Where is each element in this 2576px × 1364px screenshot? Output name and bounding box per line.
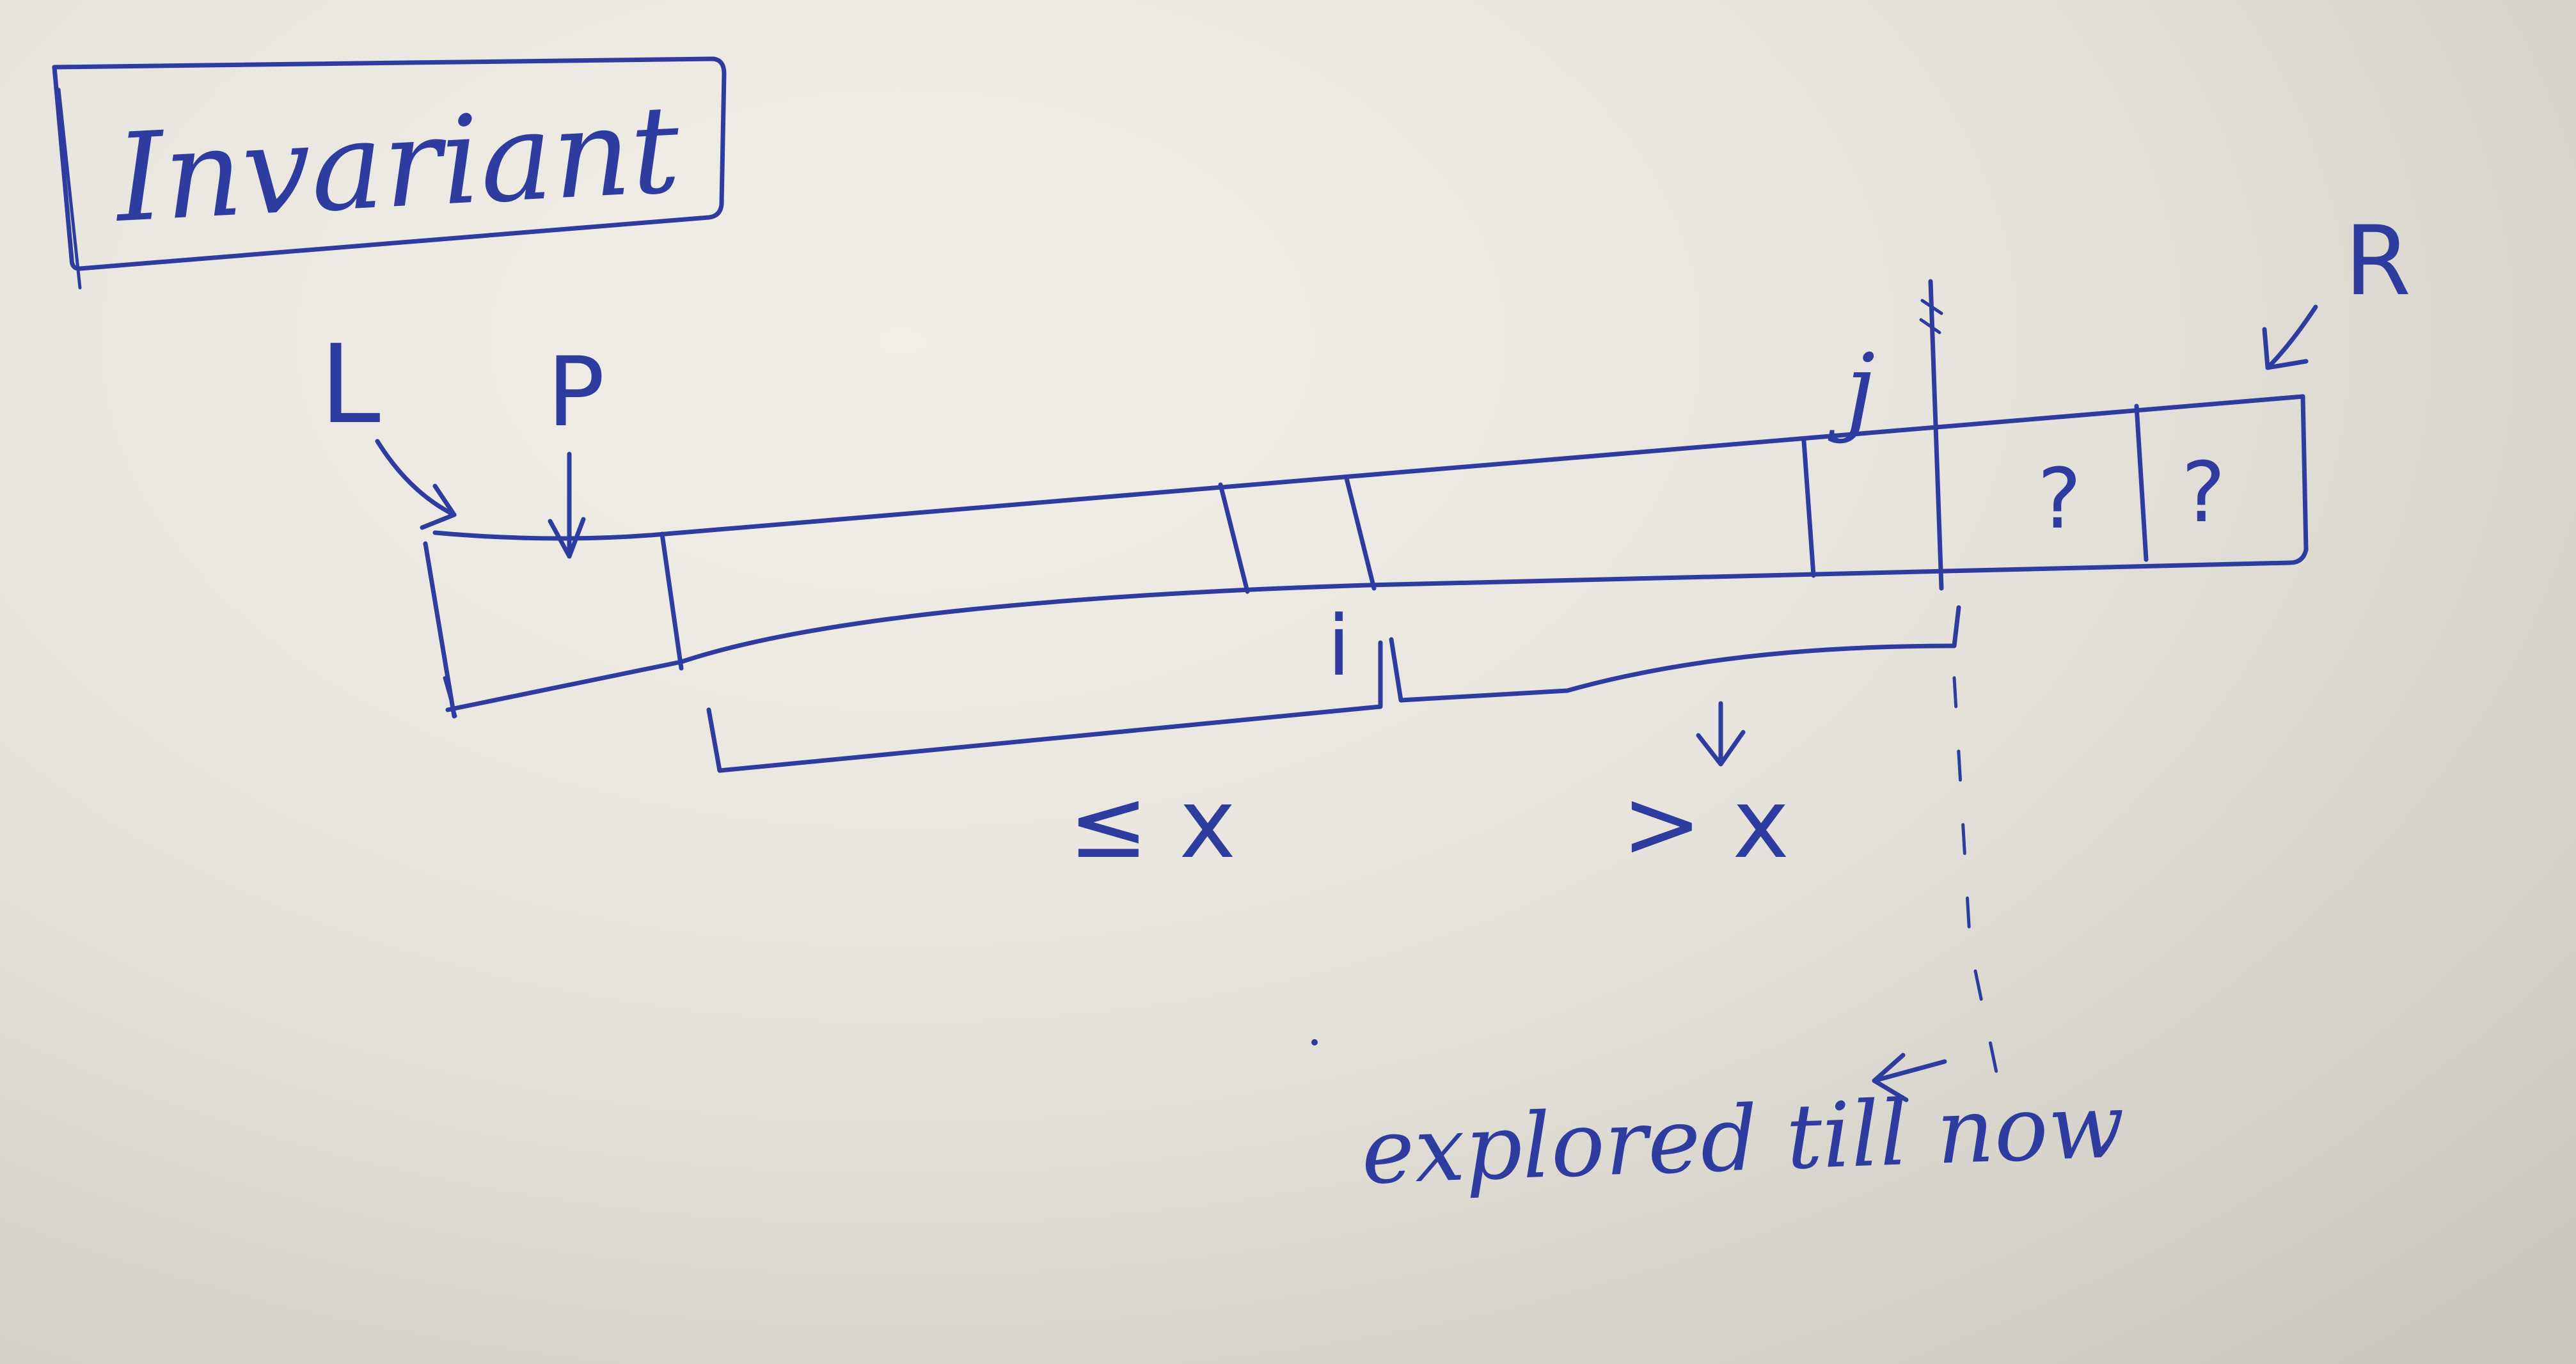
right-label: R bbox=[2344, 206, 2411, 317]
j-label: j bbox=[1828, 334, 1876, 445]
divider-j bbox=[1928, 279, 1944, 591]
explored-label: explored till now bbox=[1359, 1074, 2126, 1205]
title-box: Invariant bbox=[52, 56, 727, 290]
greater-label: > x bbox=[1622, 769, 1789, 880]
stray-dot bbox=[1311, 1039, 1318, 1046]
unknown-cell-1: ? bbox=[2037, 450, 2082, 547]
left-pointer: L bbox=[320, 322, 457, 530]
i-label: i bbox=[1327, 597, 1350, 694]
left-label: L bbox=[320, 322, 381, 448]
less-equal-label: ≤ x bbox=[1068, 769, 1236, 880]
title-text: Invariant bbox=[111, 79, 684, 249]
divider-after-pivot bbox=[660, 531, 684, 671]
pivot-label: P bbox=[547, 337, 604, 448]
pivot-pointer: P bbox=[547, 337, 604, 559]
explored-annotation: explored till now bbox=[1359, 1053, 2126, 1205]
explored-guide-line bbox=[1952, 676, 2004, 1102]
greater-region: > x bbox=[1389, 605, 1961, 880]
array-right-end bbox=[2288, 394, 2309, 565]
divider-1 bbox=[1218, 482, 1250, 594]
divider-2 bbox=[1801, 439, 1816, 578]
less-equal-region: ≤ x bbox=[706, 640, 1383, 880]
array-strip bbox=[423, 279, 2309, 719]
right-pointer: R bbox=[2262, 206, 2411, 370]
divider-3 bbox=[2134, 404, 2149, 562]
array-left-end bbox=[423, 541, 457, 719]
array-top-edge bbox=[432, 394, 2305, 541]
unknown-cell-2: ? bbox=[2181, 444, 2225, 541]
array-bottom-edge bbox=[445, 560, 2293, 712]
divider-i bbox=[1344, 476, 1377, 591]
